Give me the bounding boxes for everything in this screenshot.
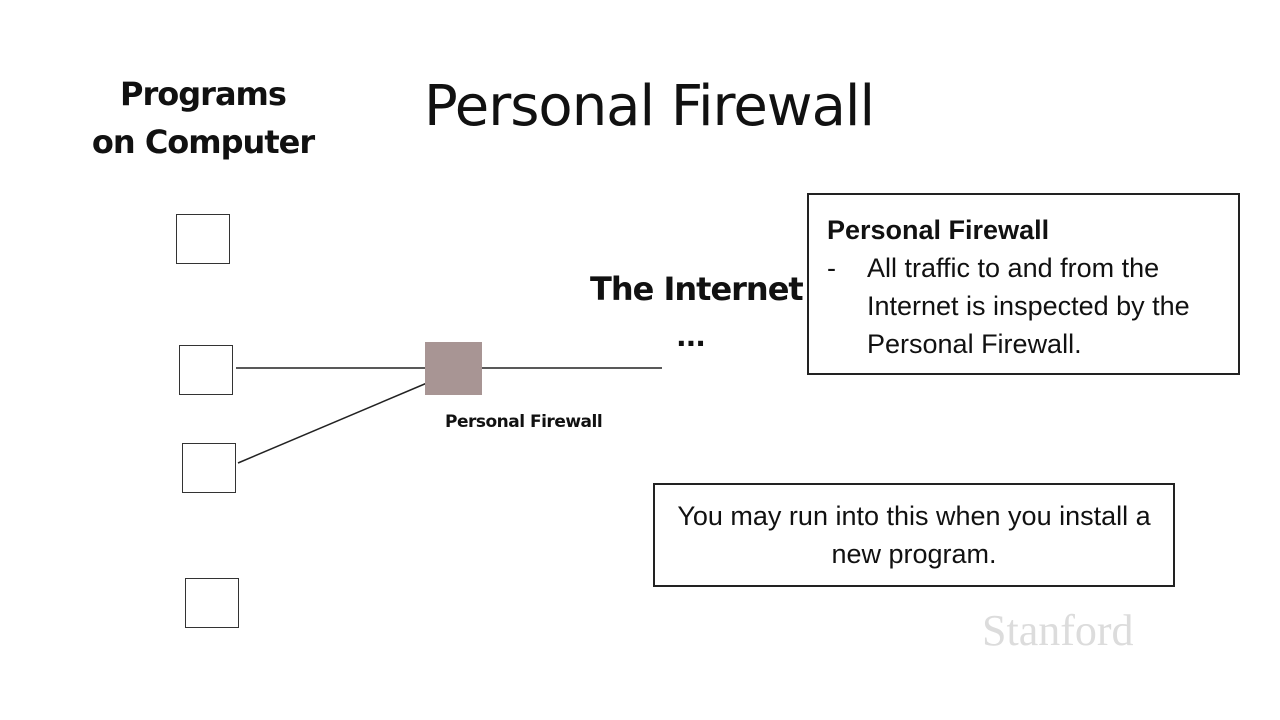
personal-firewall-block [425,342,482,395]
note-box: You may run into this when you install a… [653,483,1175,587]
program-box-1 [176,214,230,264]
program-box-4 [185,578,239,628]
info-box-bullet-text: All traffic to and from the Internet is … [867,253,1190,359]
programs-heading-line-1: Programs [120,75,287,113]
bullet-dash: - [827,253,836,283]
note-text: You may run into this when you install a… [677,501,1151,569]
wire-program-3-to-firewall [237,382,428,464]
stanford-logo: Stanford [982,606,1134,655]
info-box-bullet: - All traffic to and from the Internet i… [827,249,1220,363]
programs-heading-line-2: on Computer [91,123,315,161]
slide-title: Personal Firewall [424,74,875,139]
info-box: Personal Firewall - All traffic to and f… [807,193,1240,375]
personal-firewall-label: Personal Firewall [445,412,603,432]
info-box-heading: Personal Firewall [827,215,1050,245]
program-box-2 [179,345,233,395]
programs-heading: Programs on Computer [88,70,318,166]
internet-ellipsis: ... [676,320,706,353]
program-box-3 [182,443,236,493]
internet-label: The Internet [590,270,804,308]
